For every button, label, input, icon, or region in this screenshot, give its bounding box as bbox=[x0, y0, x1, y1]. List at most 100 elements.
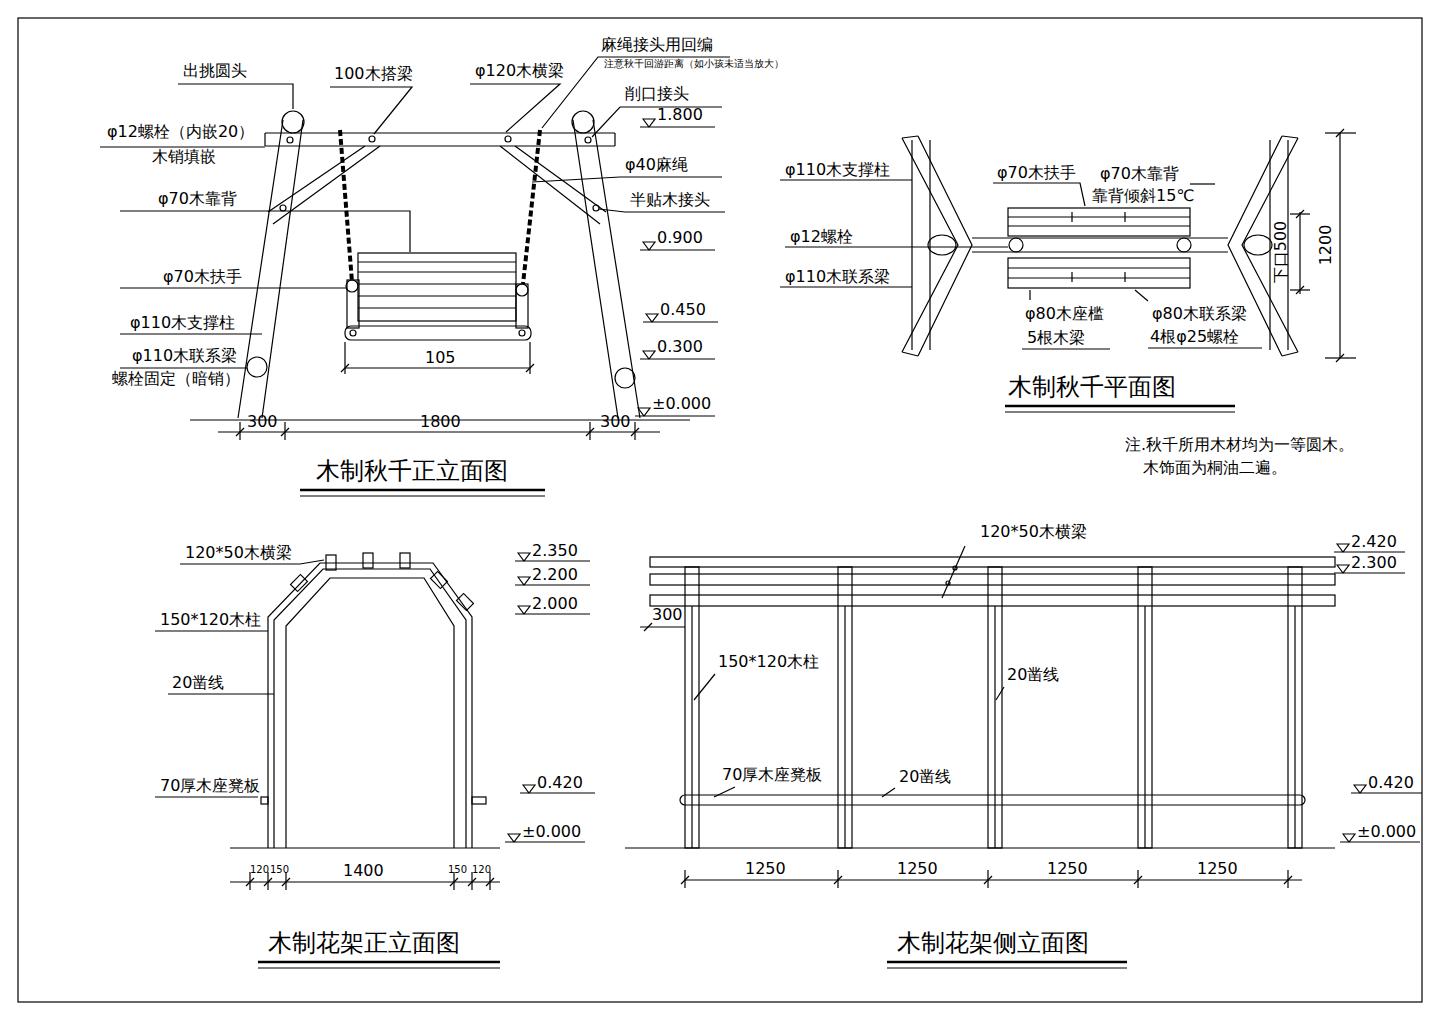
drawing-line bbox=[1177, 238, 1191, 252]
drawing-line bbox=[431, 572, 448, 589]
drawing-line bbox=[300, 489, 545, 492]
drawing-line bbox=[681, 876, 689, 884]
part-label: φ70木靠背 bbox=[1100, 165, 1179, 183]
drawing-line bbox=[358, 307, 516, 308]
drawing-line bbox=[1190, 183, 1215, 184]
drawing-line bbox=[516, 284, 528, 296]
drawing-line bbox=[972, 251, 1228, 252]
drawing-line bbox=[265, 132, 615, 133]
drawing-line bbox=[1282, 352, 1298, 356]
drawing-line bbox=[258, 961, 500, 964]
drawing-line bbox=[470, 84, 560, 132]
part-label: 120*50木横梁 bbox=[980, 523, 1087, 541]
drawing-line bbox=[468, 878, 476, 886]
pergola-side bbox=[625, 544, 1422, 968]
drawing-line bbox=[400, 553, 410, 568]
drawing-line bbox=[1336, 129, 1344, 137]
drawing-line bbox=[887, 967, 1127, 968]
elevation-mark: 0.420 bbox=[537, 774, 583, 792]
drawing-line bbox=[284, 422, 285, 440]
drawing-line bbox=[953, 566, 957, 570]
part-label: 木销填嵌 bbox=[152, 148, 216, 166]
drawing-line bbox=[694, 674, 715, 700]
part-label: φ110木支撑柱 bbox=[130, 314, 235, 332]
drawing-line bbox=[358, 261, 516, 262]
part-label: 20凿线 bbox=[1007, 666, 1059, 684]
drawing-line bbox=[363, 553, 373, 568]
part-label: 120*50木横梁 bbox=[185, 544, 292, 562]
drawing-line bbox=[358, 283, 516, 284]
drawing-line bbox=[268, 146, 365, 212]
drawing-line bbox=[988, 567, 1002, 848]
elevation-mark: 2.000 bbox=[532, 595, 578, 613]
drawing-line bbox=[650, 557, 1335, 567]
elevation-mark: 2.300 bbox=[1351, 554, 1397, 572]
dimension: 1250 bbox=[897, 860, 938, 878]
drawing-line bbox=[882, 788, 895, 797]
dimension: 1250 bbox=[745, 860, 786, 878]
drawing-line bbox=[911, 140, 912, 350]
dimension: 300 bbox=[247, 413, 278, 431]
part-label: 出挑圆头 bbox=[183, 62, 247, 80]
drawing-line bbox=[247, 357, 267, 377]
drawing-line bbox=[519, 330, 525, 336]
drawing-line bbox=[1008, 258, 1190, 288]
drawing-line bbox=[592, 107, 722, 137]
drawing-line bbox=[300, 495, 545, 496]
drawing-line bbox=[282, 878, 290, 886]
drawing-line bbox=[1071, 212, 1072, 222]
drawing-line bbox=[593, 205, 599, 211]
drawing-line bbox=[1138, 567, 1152, 848]
drawing-line bbox=[691, 606, 692, 848]
elevation-mark: 2.350 bbox=[532, 542, 578, 560]
drawing-line bbox=[1124, 272, 1125, 282]
drawing-line bbox=[834, 876, 842, 884]
drawing-line bbox=[996, 687, 1004, 700]
dimension: 120 bbox=[472, 864, 491, 876]
part-label: 削口接头 bbox=[625, 85, 689, 103]
drawing-line bbox=[785, 246, 1008, 247]
drawing-line bbox=[347, 280, 359, 328]
drawing-line bbox=[1029, 290, 1030, 300]
part-label: 150*120木柱 bbox=[718, 653, 819, 671]
part-label: 麻绳接头用回编 bbox=[601, 36, 713, 54]
drawing-line bbox=[918, 136, 972, 356]
drawing-line bbox=[572, 111, 594, 133]
drawing-line bbox=[265, 145, 615, 146]
drawing-line bbox=[246, 878, 254, 886]
drawing-line bbox=[1008, 208, 1190, 236]
drawing-line bbox=[120, 333, 262, 334]
part-label: 150*120木柱 bbox=[160, 611, 261, 629]
view-title: 木制秋千平面图 bbox=[1008, 374, 1176, 402]
drawing-line bbox=[326, 555, 336, 570]
drawing-line bbox=[614, 133, 615, 146]
dimension: 105 bbox=[425, 349, 456, 367]
drawing-line bbox=[1008, 277, 1190, 278]
drawing-line bbox=[264, 133, 265, 146]
part-label: 20凿线 bbox=[899, 768, 951, 786]
drawing-line bbox=[291, 575, 308, 592]
drawing-line bbox=[523, 130, 540, 284]
drawing-line bbox=[1022, 348, 1110, 349]
drawing-line bbox=[1244, 235, 1272, 255]
elevation-mark: 2.200 bbox=[532, 566, 578, 584]
elevation-mark: 0.900 bbox=[657, 229, 703, 247]
note-text: 注.秋千所用木材均为一等圆木。 bbox=[1125, 436, 1354, 454]
dimension: 120 bbox=[250, 864, 269, 876]
drawing-line bbox=[344, 342, 345, 374]
part-label: φ120木横梁 bbox=[475, 62, 564, 80]
drawing-line bbox=[780, 286, 912, 287]
drawing-line bbox=[929, 140, 930, 350]
drawing-line bbox=[585, 137, 591, 143]
pergola-front bbox=[155, 553, 595, 968]
part-label: φ12螺栓（内嵌20） bbox=[107, 123, 254, 141]
drawing-line bbox=[946, 581, 950, 585]
drawing-line bbox=[345, 367, 530, 368]
drawing-line bbox=[505, 136, 511, 142]
drawing-line bbox=[599, 209, 725, 212]
drawing-line bbox=[1242, 138, 1298, 352]
drawing-line bbox=[1294, 606, 1295, 848]
elevation-mark: 0.450 bbox=[660, 301, 706, 319]
view-title: 木制花架正立面图 bbox=[268, 930, 460, 958]
